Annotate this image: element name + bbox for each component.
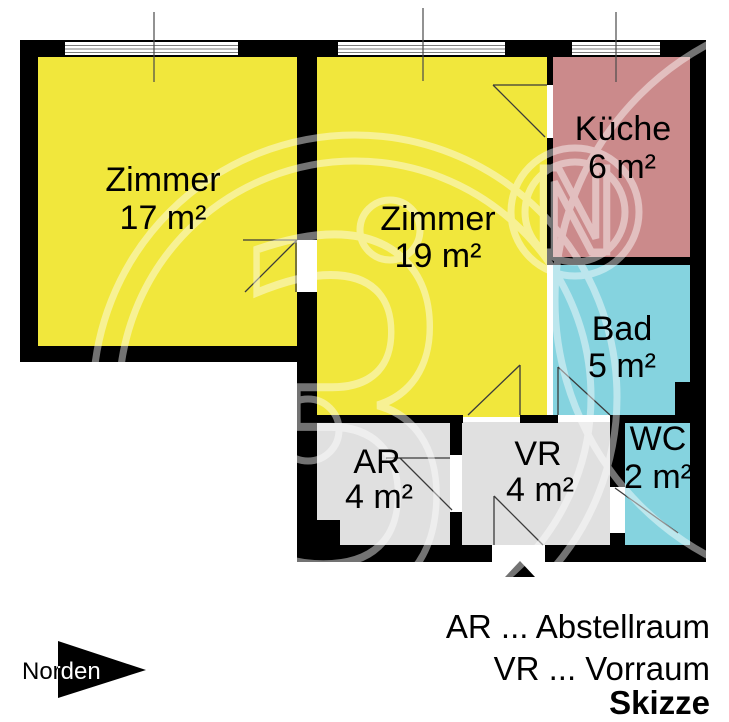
wall-ar-vr-upper xyxy=(450,422,462,455)
watermark-b-glyph: 3 xyxy=(218,143,468,714)
room-vr-name: VR xyxy=(514,435,561,473)
watermark-ring-outer xyxy=(89,131,621,663)
wall-zimmer19-kueche-upper xyxy=(547,57,553,85)
watermark-n-glyph: N xyxy=(532,146,618,280)
door-swing-line xyxy=(493,495,544,546)
room-kueche-name: Küche xyxy=(575,110,671,148)
door-swing-line xyxy=(492,84,546,138)
watermark-n-circle-outer xyxy=(507,144,643,280)
wall-mid-horizontal-c xyxy=(610,415,690,423)
wall-mid-horizontal-a xyxy=(317,415,463,423)
watermark-n-circle-inner xyxy=(521,158,629,266)
wall-zimmer19-kueche-lower xyxy=(547,138,553,260)
room-kueche-floor xyxy=(553,57,690,257)
watermark-small-circle-bottom xyxy=(273,395,343,465)
room-bad-name: Bad xyxy=(592,310,653,348)
wall-right xyxy=(690,40,706,562)
north-label-overlay: Norden xyxy=(22,658,101,685)
entrance-arrow-icon xyxy=(505,561,535,577)
legend-note-skizze: Skizze xyxy=(609,684,710,721)
room-floors xyxy=(38,57,690,545)
legend-entry-ar: AR ... Abstellraum xyxy=(446,608,710,645)
door-vr-wc xyxy=(614,487,679,534)
watermark-n-badge: N xyxy=(507,143,643,284)
door-zimmer19-kueche xyxy=(492,84,547,138)
room-zimmer19-floor xyxy=(317,57,547,417)
wall-kueche-bad xyxy=(547,257,690,265)
compass: Norden Norden xyxy=(22,641,146,698)
legend-entry-vr: VR ... Vorraum xyxy=(494,650,710,687)
wall-left xyxy=(20,40,38,362)
room-wc-name: WC xyxy=(630,420,687,458)
room-zimmer19-name: Zimmer xyxy=(380,200,495,238)
door-swing-line xyxy=(244,239,298,293)
watermark-ring-inner xyxy=(115,157,595,637)
room-bad-floor xyxy=(553,265,690,415)
room-zimmer17-name: Zimmer xyxy=(105,161,220,199)
north-arrow-icon xyxy=(58,641,146,698)
wall-zimmer17-19-lower xyxy=(297,292,317,346)
wall-zimmer17-19-upper xyxy=(297,40,317,240)
north-label: Norden xyxy=(22,658,101,685)
legend: AR ... Abstellraum VR ... Vorraum Skizze xyxy=(446,608,710,721)
door-symbols xyxy=(243,84,679,546)
door-entrance-vr xyxy=(493,495,544,546)
room-labels: Zimmer 17 m² Zimmer 19 m² Küche 6 m² Bad… xyxy=(105,110,692,516)
wall-ar-bottom-notch xyxy=(317,520,340,545)
door-swing-line xyxy=(557,366,611,416)
wall-mid-horizontal-b xyxy=(520,415,558,423)
windows xyxy=(65,8,660,82)
room-zimmer17-area: 17 m² xyxy=(120,199,207,237)
watermark-corner-arc xyxy=(551,30,729,570)
room-bad-area: 5 m² xyxy=(588,347,656,385)
wall-bottom-right-of-entrance xyxy=(545,545,706,562)
door-swing-line xyxy=(614,487,679,534)
room-vr-area: 4 m² xyxy=(506,471,574,509)
watermark-small-circle-top xyxy=(356,196,424,264)
door-ar-vr xyxy=(386,457,453,511)
door-zimmer19-vr xyxy=(467,364,521,416)
room-zimmer17-floor xyxy=(38,57,297,346)
window-axis-lines xyxy=(153,8,617,82)
room-vr-floor xyxy=(462,422,610,545)
wall-vr-wc-upper xyxy=(610,422,625,487)
room-zimmer19-area: 19 m² xyxy=(395,237,482,275)
door-swing-line xyxy=(467,364,521,416)
room-ar-area: 4 m² xyxy=(345,478,413,516)
wall-vr-wc-lower xyxy=(610,533,625,545)
room-ar-name: AR xyxy=(353,443,400,481)
watermark: 3 N xyxy=(89,30,729,718)
room-wc-floor xyxy=(625,422,690,545)
room-wc-area: 2 m² xyxy=(624,458,692,496)
door-bad-vr xyxy=(557,366,611,416)
wall-bad-right-step xyxy=(675,382,690,422)
wall-bottom-left-of-entrance xyxy=(297,545,492,562)
wall-zimmer17-bottom xyxy=(20,346,317,362)
room-kueche-area: 6 m² xyxy=(588,148,656,186)
door-swing-line xyxy=(399,457,453,511)
door-zimmer17-zimmer19 xyxy=(243,239,298,293)
wall-lower-left xyxy=(297,346,317,562)
wall-ar-vr-lower xyxy=(450,512,462,545)
